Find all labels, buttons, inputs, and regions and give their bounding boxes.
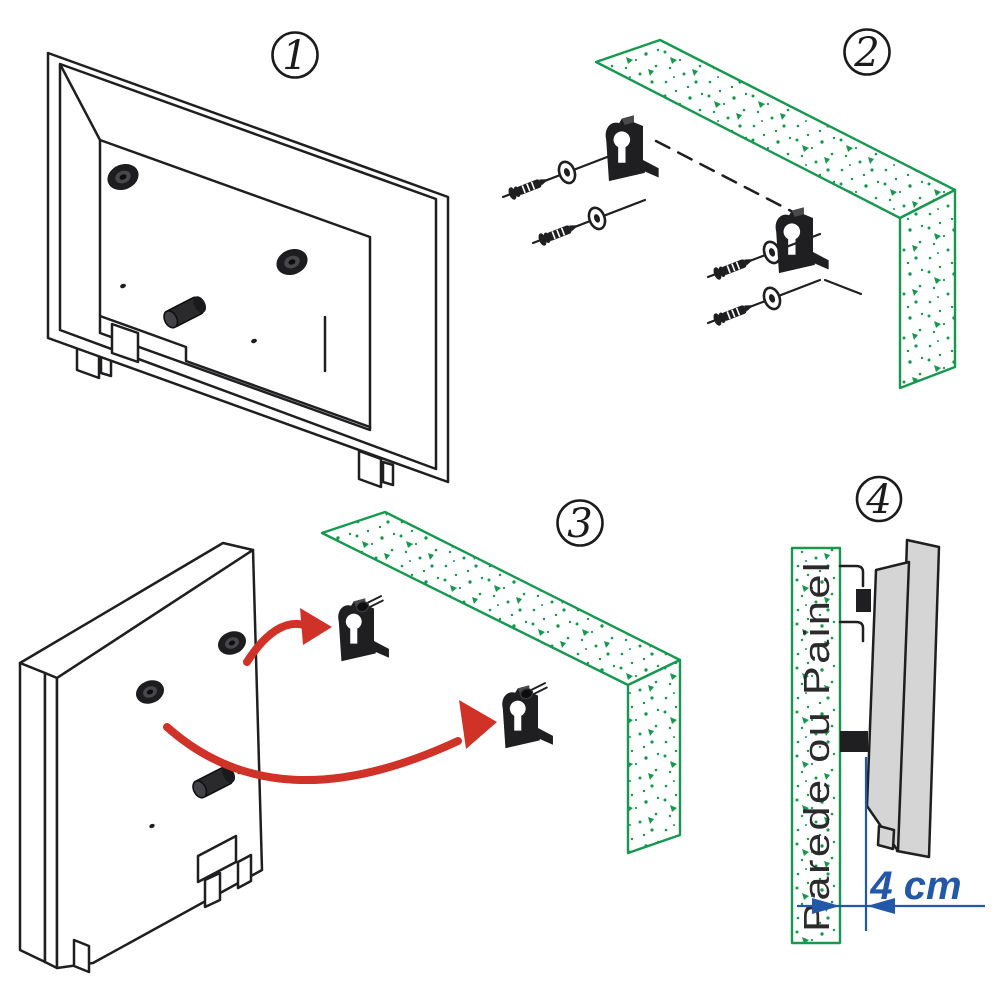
bracket-side-profile	[838, 620, 865, 643]
screw-and-washer	[501, 152, 617, 203]
alignment-dashed-line	[654, 139, 795, 214]
bracket-axis-line	[823, 278, 863, 296]
red-arrow-curve	[163, 723, 462, 785]
red-arrow-lower	[163, 700, 497, 785]
red-arrow-head	[300, 608, 332, 645]
step-4-panel: Parede ou Painel 4 cm 4	[790, 475, 985, 945]
spacer-block	[856, 589, 871, 612]
step-number: 1	[282, 33, 307, 79]
red-arrow-head	[459, 700, 497, 749]
step-badge-circle	[843, 28, 891, 76]
tv-side-foot	[876, 824, 896, 851]
step-number: 4	[865, 477, 891, 523]
tv-foot	[203, 871, 222, 909]
step-number: 2	[853, 30, 879, 76]
distance-label: 4 cm	[869, 864, 961, 908]
tv-mid-slab	[43, 671, 59, 970]
wall-section-side-face	[626, 658, 682, 855]
wall-bracket	[605, 115, 659, 182]
step-number: 3	[567, 501, 592, 547]
bezel-corner-line	[59, 64, 102, 142]
red-arrow-upper	[243, 608, 332, 666]
tv-foot	[72, 938, 91, 974]
screw-hole	[149, 823, 155, 829]
wall-bracket-with-screw	[502, 683, 553, 748]
connector-cutout	[110, 322, 140, 364]
step-4-badge: 4	[855, 475, 903, 523]
step-badge-circle	[855, 475, 903, 523]
wall-label: Parede ou Painel	[796, 560, 837, 932]
wall-bracket-with-screw	[338, 596, 389, 661]
step-2-panel: 2	[501, 28, 957, 390]
bracket-side-profile	[838, 564, 865, 588]
dimension-annotation: 4 cm	[797, 757, 985, 931]
wall-side-section	[790, 546, 842, 945]
wall-section-top-face	[594, 38, 957, 220]
tv-back-view-tilted	[18, 541, 264, 974]
dimension-arrow	[812, 898, 840, 914]
screw-and-washer	[531, 198, 647, 249]
screw-and-washer	[706, 278, 822, 329]
step-badge-circle	[271, 31, 319, 79]
red-arrow-curve	[243, 619, 308, 666]
wall-section-side-face	[898, 188, 957, 390]
tv-back-view	[46, 51, 450, 489]
wall-bracket	[775, 207, 829, 274]
tv-foot	[236, 853, 253, 890]
screw-hole	[120, 283, 126, 289]
tv-back-panel	[55, 548, 264, 970]
tv-side-back-cover	[865, 560, 911, 853]
panel-step-line	[98, 314, 372, 429]
step-1-badge: 1	[271, 31, 319, 79]
step-badge-circle	[556, 499, 604, 547]
step-2-badge: 2	[843, 28, 891, 76]
screw-hole	[251, 338, 257, 344]
tv-back-panel	[98, 138, 372, 432]
tv-bezel-inner	[58, 62, 438, 471]
step-3-badge: 3	[556, 499, 604, 547]
dimension-arrow	[867, 898, 895, 914]
tv-foot	[381, 460, 395, 487]
panel-step-notch	[196, 834, 238, 884]
step-3-panel: 3	[18, 499, 682, 974]
spacer-block	[840, 731, 868, 752]
step-1-panel: 1	[46, 31, 450, 489]
tv-front-slab	[18, 661, 47, 964]
